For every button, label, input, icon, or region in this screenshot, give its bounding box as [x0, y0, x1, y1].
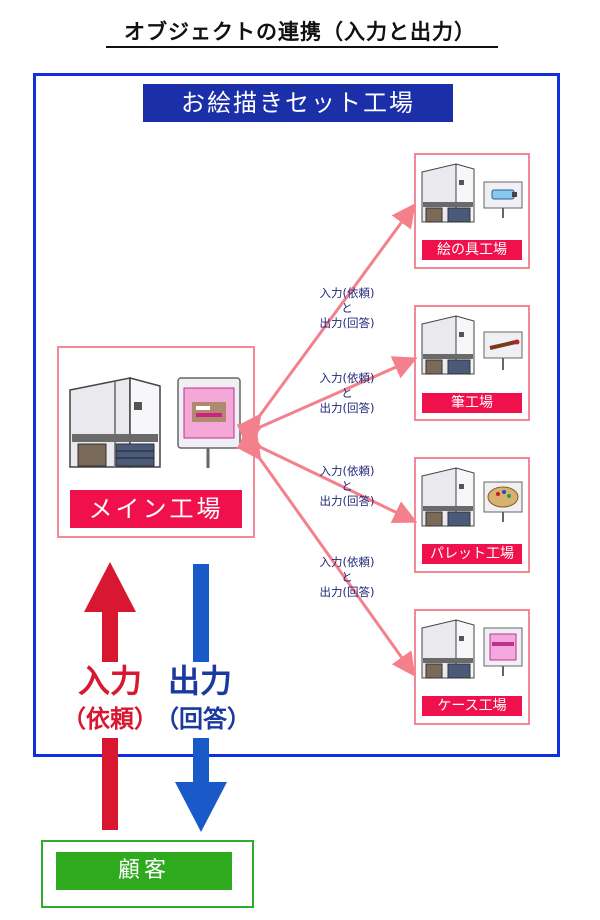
edge-label-palette: 入力(依頼) と 出力(回答)	[319, 464, 375, 508]
factory-building-icon	[421, 467, 475, 527]
factory-building-icon	[69, 377, 161, 468]
output-label: 出力	[167, 662, 232, 700]
signboard-icon	[483, 331, 523, 370]
arrow-main-case	[237, 434, 416, 677]
output-arrow	[175, 564, 227, 832]
paint-factory-illustration	[421, 163, 523, 223]
edge-label-paint: 入力(依頼) と 出力(回答)	[319, 286, 375, 330]
sub-factory-label-paint: 絵の具工場	[422, 240, 522, 260]
factory-building-icon	[421, 619, 475, 679]
factory-set-banner: お絵描きセット工場	[143, 84, 453, 122]
sub-factory-label-palette: パレット工場	[422, 544, 522, 564]
palette-factory-illustration	[421, 467, 523, 527]
sub-factory-label-case: ケース工場	[422, 696, 522, 716]
input-arrow	[84, 562, 136, 830]
factory-building-icon	[421, 315, 475, 375]
input-sublabel: （依頼）	[62, 705, 158, 733]
main-factory-label: メイン工場	[70, 490, 242, 528]
factory-building-icon	[421, 163, 475, 223]
signboard-icon	[483, 481, 523, 522]
output-sublabel: （回答）	[155, 705, 251, 733]
brush-factory-illustration	[421, 315, 523, 375]
signboard-icon	[483, 181, 523, 218]
edge-label-brush: 入力(依頼) と 出力(回答)	[319, 371, 375, 415]
main-factory-illustration	[69, 377, 241, 468]
title-underline	[106, 46, 498, 48]
input-label: 入力	[77, 662, 142, 700]
customer-label: 顧客	[56, 852, 232, 890]
factory-set-frame	[33, 73, 560, 757]
arrow-main-brush	[236, 356, 418, 447]
case-factory-illustration	[421, 619, 523, 679]
page-title: オブジェクトの連携（入力と出力）	[124, 20, 476, 44]
signboard-icon	[483, 627, 523, 676]
edge-label-case: 入力(依頼) と 出力(回答)	[319, 555, 375, 599]
sub-factory-label-brush: 筆工場	[422, 393, 522, 413]
signboard-icon	[177, 377, 241, 468]
